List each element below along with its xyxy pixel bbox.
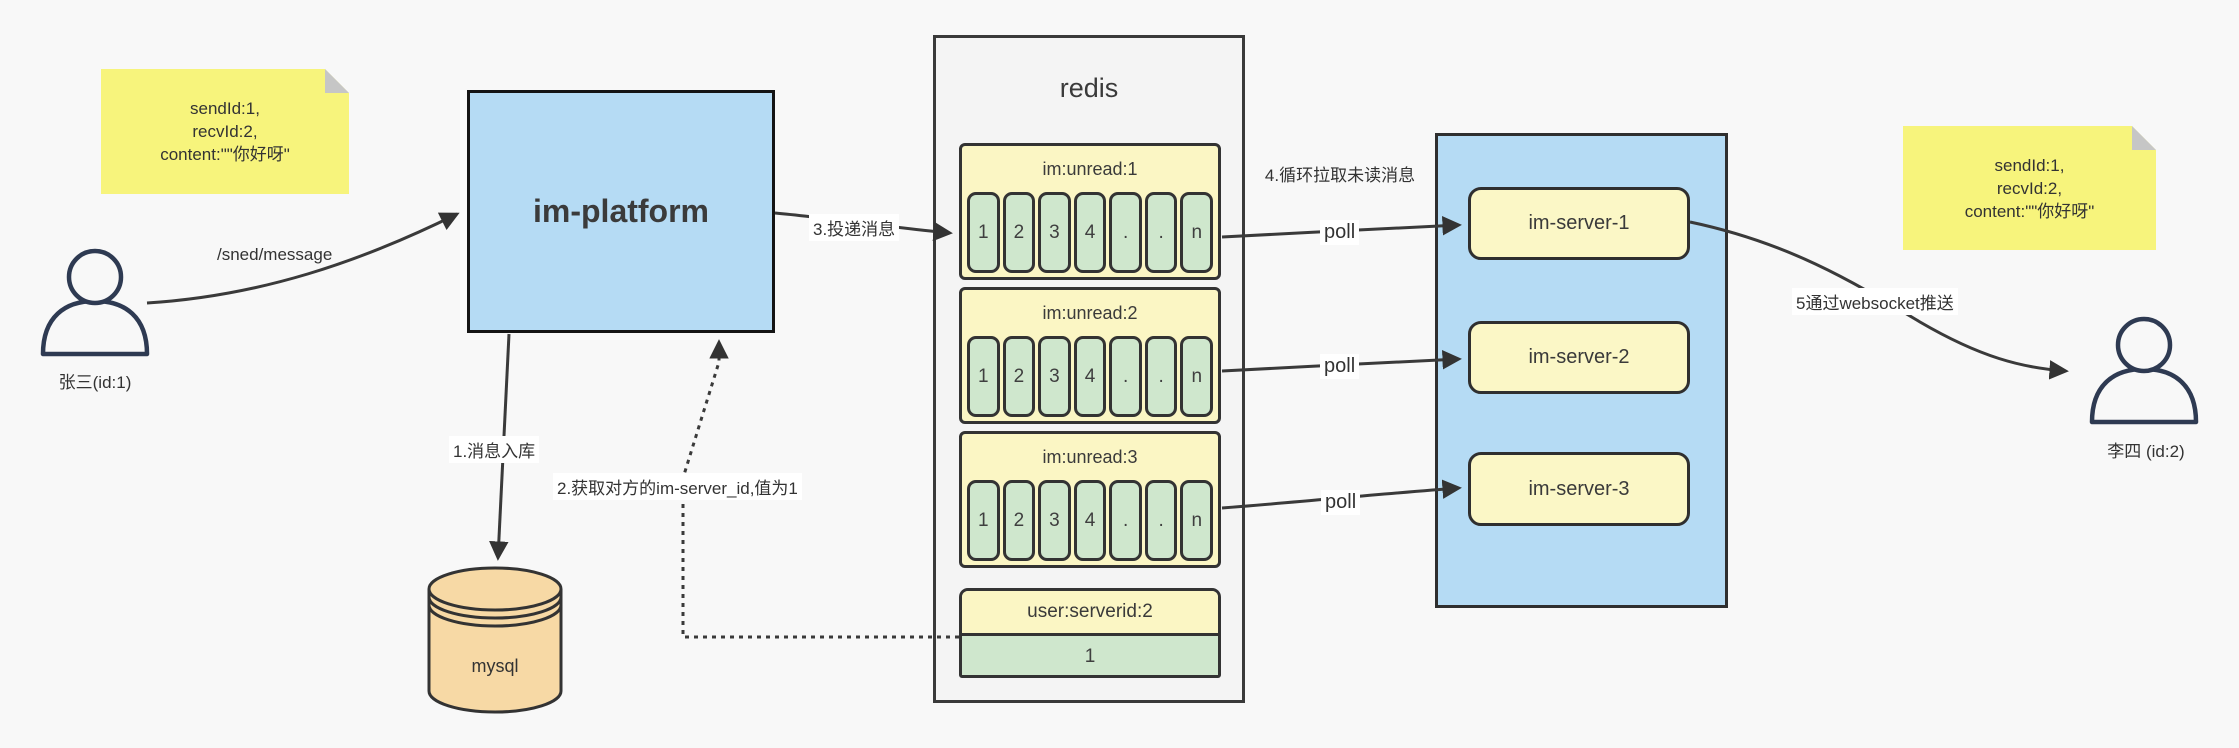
note-fold-corner bbox=[2132, 126, 2156, 150]
user-icon-receiver bbox=[2089, 316, 2199, 425]
note-line: sendId:1, bbox=[190, 99, 260, 118]
queue-cell: 4 bbox=[1073, 480, 1107, 561]
edge-label-send: /sned/message bbox=[217, 245, 333, 264]
queue-cell: 3 bbox=[1038, 192, 1071, 273]
queue-cell: 1 bbox=[967, 336, 1000, 417]
redis-queue-3: im:unread:3 1 2 3 4 . . n bbox=[959, 431, 1221, 568]
queue-cells: 1 2 3 4 . . n bbox=[962, 336, 1218, 417]
queue-cells: 1 2 3 4 . . n bbox=[962, 192, 1218, 273]
queue-label: im:unread:2 bbox=[1042, 303, 1138, 323]
edge-label-lookup: 2.获取对方的im-server_id,值为1 bbox=[553, 473, 802, 500]
edge-label-store: 1.消息入库 bbox=[449, 436, 540, 463]
edge-label-poll-1: poll bbox=[1320, 220, 1360, 245]
mysql-database-icon bbox=[427, 566, 563, 714]
im-server-1-box: im-server-1 bbox=[1468, 187, 1690, 260]
queue-cell: . bbox=[1144, 336, 1178, 417]
note-line: recvId:2, bbox=[1996, 178, 2063, 198]
queue-cell: 2 bbox=[1002, 336, 1036, 417]
queue-cell: n bbox=[1180, 336, 1214, 417]
redis-queue-1: im:unread:1 1 2 3 4 . . n bbox=[959, 143, 1221, 280]
queue-cells: 1 2 3 4 . . n bbox=[962, 480, 1218, 561]
kv-value: 1 bbox=[962, 636, 1218, 675]
mysql-label: mysql bbox=[471, 656, 519, 676]
edge-label-poll-3: poll bbox=[1321, 490, 1361, 515]
sender-label: 张三(id:1) bbox=[58, 373, 132, 392]
queue-cell: . bbox=[1144, 480, 1178, 561]
queue-label: im:unread:3 bbox=[1042, 447, 1138, 467]
im-server-3-label: im-server-3 bbox=[1528, 477, 1630, 500]
note-line: sendId:1, bbox=[1994, 155, 2065, 175]
queue-cell: n bbox=[1180, 480, 1214, 561]
queue-cell: 2 bbox=[1002, 480, 1036, 561]
queue-cell: 2 bbox=[1002, 192, 1036, 273]
im-server-2-box: im-server-2 bbox=[1468, 321, 1690, 394]
redis-title: redis bbox=[1059, 72, 1119, 103]
queue-cell: 4 bbox=[1073, 336, 1107, 417]
queue-cell: 3 bbox=[1038, 336, 1071, 417]
queue-cell: 1 bbox=[967, 480, 1000, 561]
im-server-1-label: im-server-1 bbox=[1528, 212, 1630, 234]
im-platform-box: im-platform bbox=[467, 90, 775, 333]
im-server-3-box: im-server-3 bbox=[1468, 452, 1690, 526]
edge-label-push: 5通过websocket推送 bbox=[1792, 288, 1958, 315]
note-line: content:""你好呀" bbox=[1964, 201, 2095, 221]
note-line: recvId:2, bbox=[192, 122, 258, 141]
note-fold-corner bbox=[325, 69, 349, 93]
queue-cell: 1 bbox=[967, 192, 1000, 273]
user-icon-sender bbox=[40, 248, 150, 357]
user-serverid-block: user:serverid:2 1 bbox=[959, 588, 1221, 678]
queue-cell: . bbox=[1109, 480, 1142, 561]
im-server-2-label: im-server-2 bbox=[1528, 346, 1630, 368]
edge-label-poll-2: poll bbox=[1320, 354, 1360, 379]
sticky-note-right: sendId:1, recvId:2, content:""你好呀" bbox=[1903, 126, 2156, 250]
queue-cell: . bbox=[1109, 336, 1142, 417]
edge-label-pull: 4.循环拉取未读消息 bbox=[1264, 166, 1416, 185]
queue-label: im:unread:1 bbox=[1042, 159, 1138, 179]
note-line: content:""你好呀" bbox=[160, 145, 290, 164]
kv-key-label: user:serverid:2 bbox=[962, 591, 1218, 636]
edge-label-deliver: 3.投递消息 bbox=[809, 214, 900, 241]
queue-cell: 4 bbox=[1073, 192, 1107, 273]
queue-cell: . bbox=[1144, 192, 1178, 273]
queue-cell: . bbox=[1109, 192, 1142, 273]
queue-cell: 3 bbox=[1038, 480, 1071, 561]
im-platform-label: im-platform bbox=[533, 193, 709, 229]
redis-queue-2: im:unread:2 1 2 3 4 . . n bbox=[959, 287, 1221, 424]
receiver-label: 李四 (id:2) bbox=[2107, 442, 2185, 461]
queue-cell: n bbox=[1180, 192, 1214, 273]
sticky-note-left: sendId:1, recvId:2, content:""你好呀" bbox=[101, 69, 349, 194]
